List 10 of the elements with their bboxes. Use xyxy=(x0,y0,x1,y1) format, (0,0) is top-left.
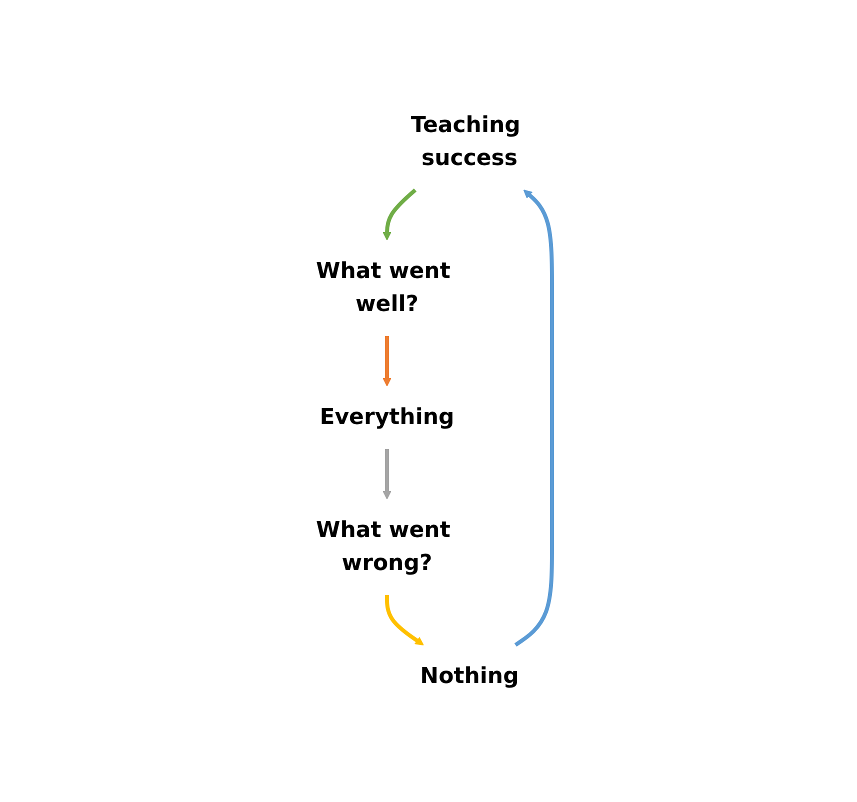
node-text: Nothing xyxy=(420,664,520,689)
node-text: What went well? xyxy=(316,259,451,317)
arrow xyxy=(514,190,554,647)
node-text: Teaching success xyxy=(411,113,521,171)
node-text: What went wrong? xyxy=(316,518,451,576)
node-text: Everything xyxy=(320,405,455,430)
arrow xyxy=(382,336,392,386)
arrow xyxy=(382,188,417,240)
arrow xyxy=(385,595,424,646)
arrow xyxy=(382,449,392,500)
